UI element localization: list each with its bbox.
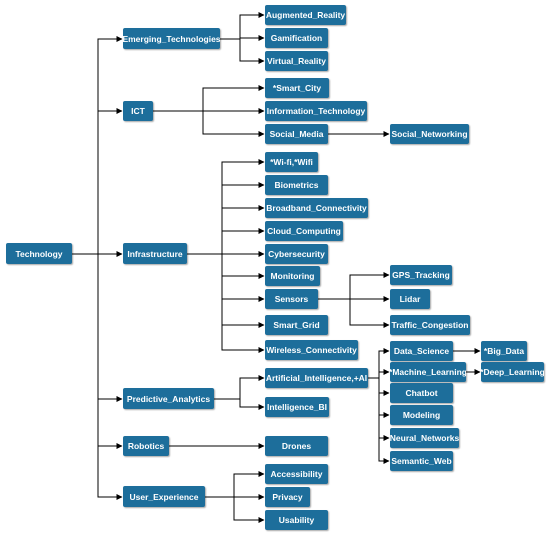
edge-infrastructure-to-wireless_connectivity [221,254,265,353]
edge-artificial_intelligence-to-modeling [378,378,390,418]
node-smart-city[interactable]: *Smart_City [265,78,329,98]
edge-technology-to-predictive_analytics [97,254,123,402]
edge-ict-to-smart_city [202,85,265,111]
node-drones[interactable]: Drones [265,436,328,456]
edge-ict-to-social_media [202,111,265,137]
node-social-media[interactable]: Social_Media [265,124,328,144]
edge-user_experience-to-accessibility [233,471,265,497]
edge-emerging_technologies-to-augmented_reality [239,12,265,39]
edge-artificial_intelligence-to-semantic_web [378,378,390,464]
edge-technology-to-user_experience [97,254,123,500]
node-semantic-web[interactable]: Semantic_Web [390,451,453,471]
edge-technology-to-ict [97,108,123,254]
node-technology[interactable]: Technology [6,243,72,264]
edge-user_experience-to-usability [233,497,265,523]
node-ict[interactable]: ICT [123,101,153,121]
node-smart-grid[interactable]: Smart_Grid [265,315,328,335]
node-predictive-analytics[interactable]: Predictive_Analytics [123,388,214,409]
edge-infrastructure-to-smart_grid [221,254,265,328]
node-user-experience[interactable]: User_Experience [123,486,205,507]
node-cloud-computing[interactable]: Cloud_Computing [265,221,343,241]
node-neural-networks[interactable]: Neural_Networks [390,428,459,448]
edge-sensors-to-traffic_congestion [349,299,390,328]
node-modeling[interactable]: Modeling [390,405,453,425]
node-augmented-reality[interactable]: Augmented_Reality [265,5,346,25]
edge-infrastructure-to-monitoring [221,254,265,279]
node-biometrics[interactable]: Biometrics [265,175,328,195]
edge-infrastructure-to-biometrics [221,182,265,254]
node-sensors[interactable]: Sensors [265,289,318,309]
edge-infrastructure-to-cloud_computing [221,228,265,254]
node-big-data[interactable]: *Big_Data [481,341,527,361]
edge-technology-to-robotics [97,254,123,449]
node-data-science[interactable]: Data_Science [390,341,453,361]
node-intelligence-bi[interactable]: Intelligence_BI [265,397,329,417]
node-deep-learning[interactable]: *Deep_Learning [481,362,544,382]
edge-technology-to-emerging_technologies [97,36,123,254]
edge-sensors-to-gps_tracking [349,272,390,299]
node-information-technology[interactable]: Information_Technology [265,101,367,121]
node-infrastructure[interactable]: Infrastructure [123,243,187,264]
node-emerging-technologies[interactable]: Emerging_Technologies [123,28,220,49]
node-lidar[interactable]: Lidar [390,289,430,309]
node-social-networking[interactable]: Social_Networking [390,124,469,144]
node-monitoring[interactable]: Monitoring [265,266,320,286]
node-gps-tracking[interactable]: GPS_Tracking [390,265,452,285]
node-virtual-reality[interactable]: Virtual_Reality [265,51,328,71]
node-broadband-connectivity[interactable]: Broadband_Connectivity [265,198,368,218]
node-wifi[interactable]: *Wi-fi,*Wifi [265,152,318,172]
edge-predictive_analytics-to-artificial_intelligence [239,375,265,399]
node-artificial-intelligence[interactable]: Artificial_Intelligence,+AI [265,368,368,388]
node-wireless-connectivity[interactable]: Wireless_Connectivity [265,340,358,360]
node-privacy[interactable]: Privacy [265,487,310,507]
edge-artificial_intelligence-to-machine_learning [378,369,390,378]
edge-artificial_intelligence-to-neural_networks [378,378,390,441]
node-usability[interactable]: Usability [265,510,328,530]
node-cybersecurity[interactable]: Cybersecurity [265,244,328,264]
node-accessibility[interactable]: Accessibility [265,464,328,484]
edge-emerging_technologies-to-gamification [239,35,265,41]
edge-emerging_technologies-to-virtual_reality [239,39,265,64]
node-chatbot[interactable]: Chatbot [390,383,453,403]
node-robotics[interactable]: Robotics [123,436,169,456]
node-traffic-congestion[interactable]: Traffic_Congestion [390,315,470,335]
edge-artificial_intelligence-to-data_science [378,348,390,378]
node-machine-learning[interactable]: *Machine_Learning [390,362,466,382]
edge-predictive_analytics-to-intelligence_bi [239,399,265,410]
node-gamification[interactable]: Gamification [265,28,328,48]
edge-artificial_intelligence-to-chatbot [378,378,390,396]
